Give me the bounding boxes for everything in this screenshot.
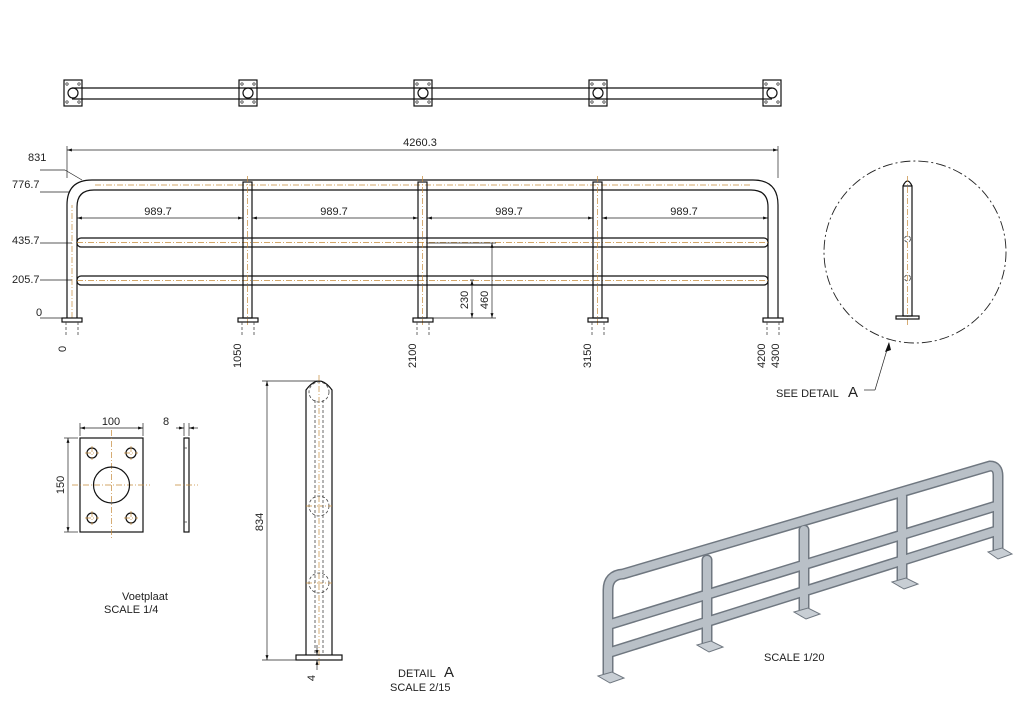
total-length-dim: 4260.3	[403, 137, 437, 149]
rail-height-dim: 460	[479, 291, 491, 309]
plan-footplate-2	[238, 79, 258, 107]
footplate-title: Voetplaat	[122, 591, 168, 603]
top-plan-view	[63, 79, 782, 107]
footplate-view: 100 150 8 Voetplaat SCALE 1/4	[55, 416, 198, 616]
pos-dim-1050: 1050	[232, 344, 244, 368]
detail-a-base-dim: 4	[306, 675, 318, 681]
span-dim-1: 989.7	[144, 206, 172, 218]
pos-dim-4200: 4200	[756, 344, 768, 368]
height-dim-435: 435.7	[12, 235, 40, 247]
footplate-thickness-dim: 8	[163, 416, 169, 428]
rail-spacing-dim: 230	[459, 291, 471, 309]
height-dim-776: 776.7	[12, 179, 40, 191]
height-dim-831: 831	[28, 152, 46, 164]
footplate-height-dim: 150	[55, 476, 67, 494]
pos-dim-0: 0	[57, 346, 69, 352]
post-1050	[242, 176, 253, 325]
detail-a-scale: SCALE 2/15	[390, 682, 451, 694]
detail-a-post: 834 4 DETAIL A SCALE 2/15	[254, 375, 454, 694]
detail-a-letter: A	[444, 664, 454, 681]
plan-footplate-1	[63, 79, 83, 107]
see-detail-letter: A	[848, 384, 858, 401]
see-detail-text: SEE DETAIL	[776, 388, 839, 400]
span-dim-2: 989.7	[320, 206, 348, 218]
isometric-view: SCALE 1/20	[596, 460, 1014, 684]
front-elevation: 4260.3 831 776.7 435.7 205.7 0	[12, 137, 784, 368]
pos-dim-2100: 2100	[407, 344, 419, 368]
plan-footplate-3	[413, 79, 433, 107]
detail-a-title: DETAIL	[398, 668, 436, 680]
detail-a-height-dim: 834	[254, 513, 266, 531]
pos-dim-3150: 3150	[582, 344, 594, 368]
iso-scale: SCALE 1/20	[764, 652, 825, 664]
footplate-width-dim: 100	[102, 416, 120, 428]
post-2100	[417, 176, 428, 325]
height-dim-205: 205.7	[12, 274, 40, 286]
plan-footplate-5	[762, 79, 782, 107]
span-dim-4: 989.7	[670, 206, 698, 218]
height-dim-0: 0	[36, 307, 42, 319]
span-dim-3: 989.7	[495, 206, 523, 218]
plan-footplate-4	[588, 79, 608, 107]
post-3150	[592, 176, 603, 325]
pos-dim-4300: 4300	[770, 344, 782, 368]
footplate-scale: SCALE 1/4	[104, 604, 158, 616]
detail-circle: SEE DETAIL A	[776, 160, 1007, 401]
